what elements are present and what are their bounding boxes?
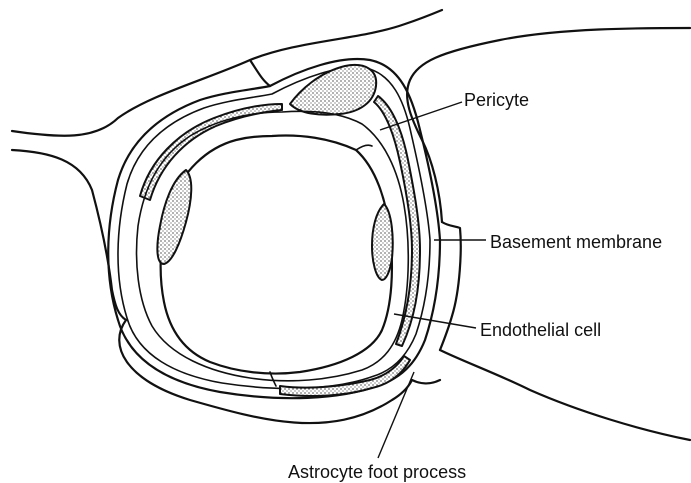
astrocyte-upper-divider [250,60,270,86]
astrocyte-right-foot-outline [440,222,461,350]
astrocyte-bottom-divider [412,380,440,383]
basement-membrane-label: Basement membrane [490,232,662,252]
astrocyte-lower-right-outline [440,350,690,440]
astrocyte-foot-process-label: Astrocyte foot process [288,462,466,482]
endothelial-cell-label: Endothelial cell [480,320,601,340]
leader-lines [378,102,486,458]
capillary-lumen [161,136,392,374]
astrocyte-right-outline [407,28,690,222]
pericyte-upper-body [290,65,376,115]
pericyte-label: Pericyte [464,90,529,110]
endothelial-junction-top [356,145,372,150]
